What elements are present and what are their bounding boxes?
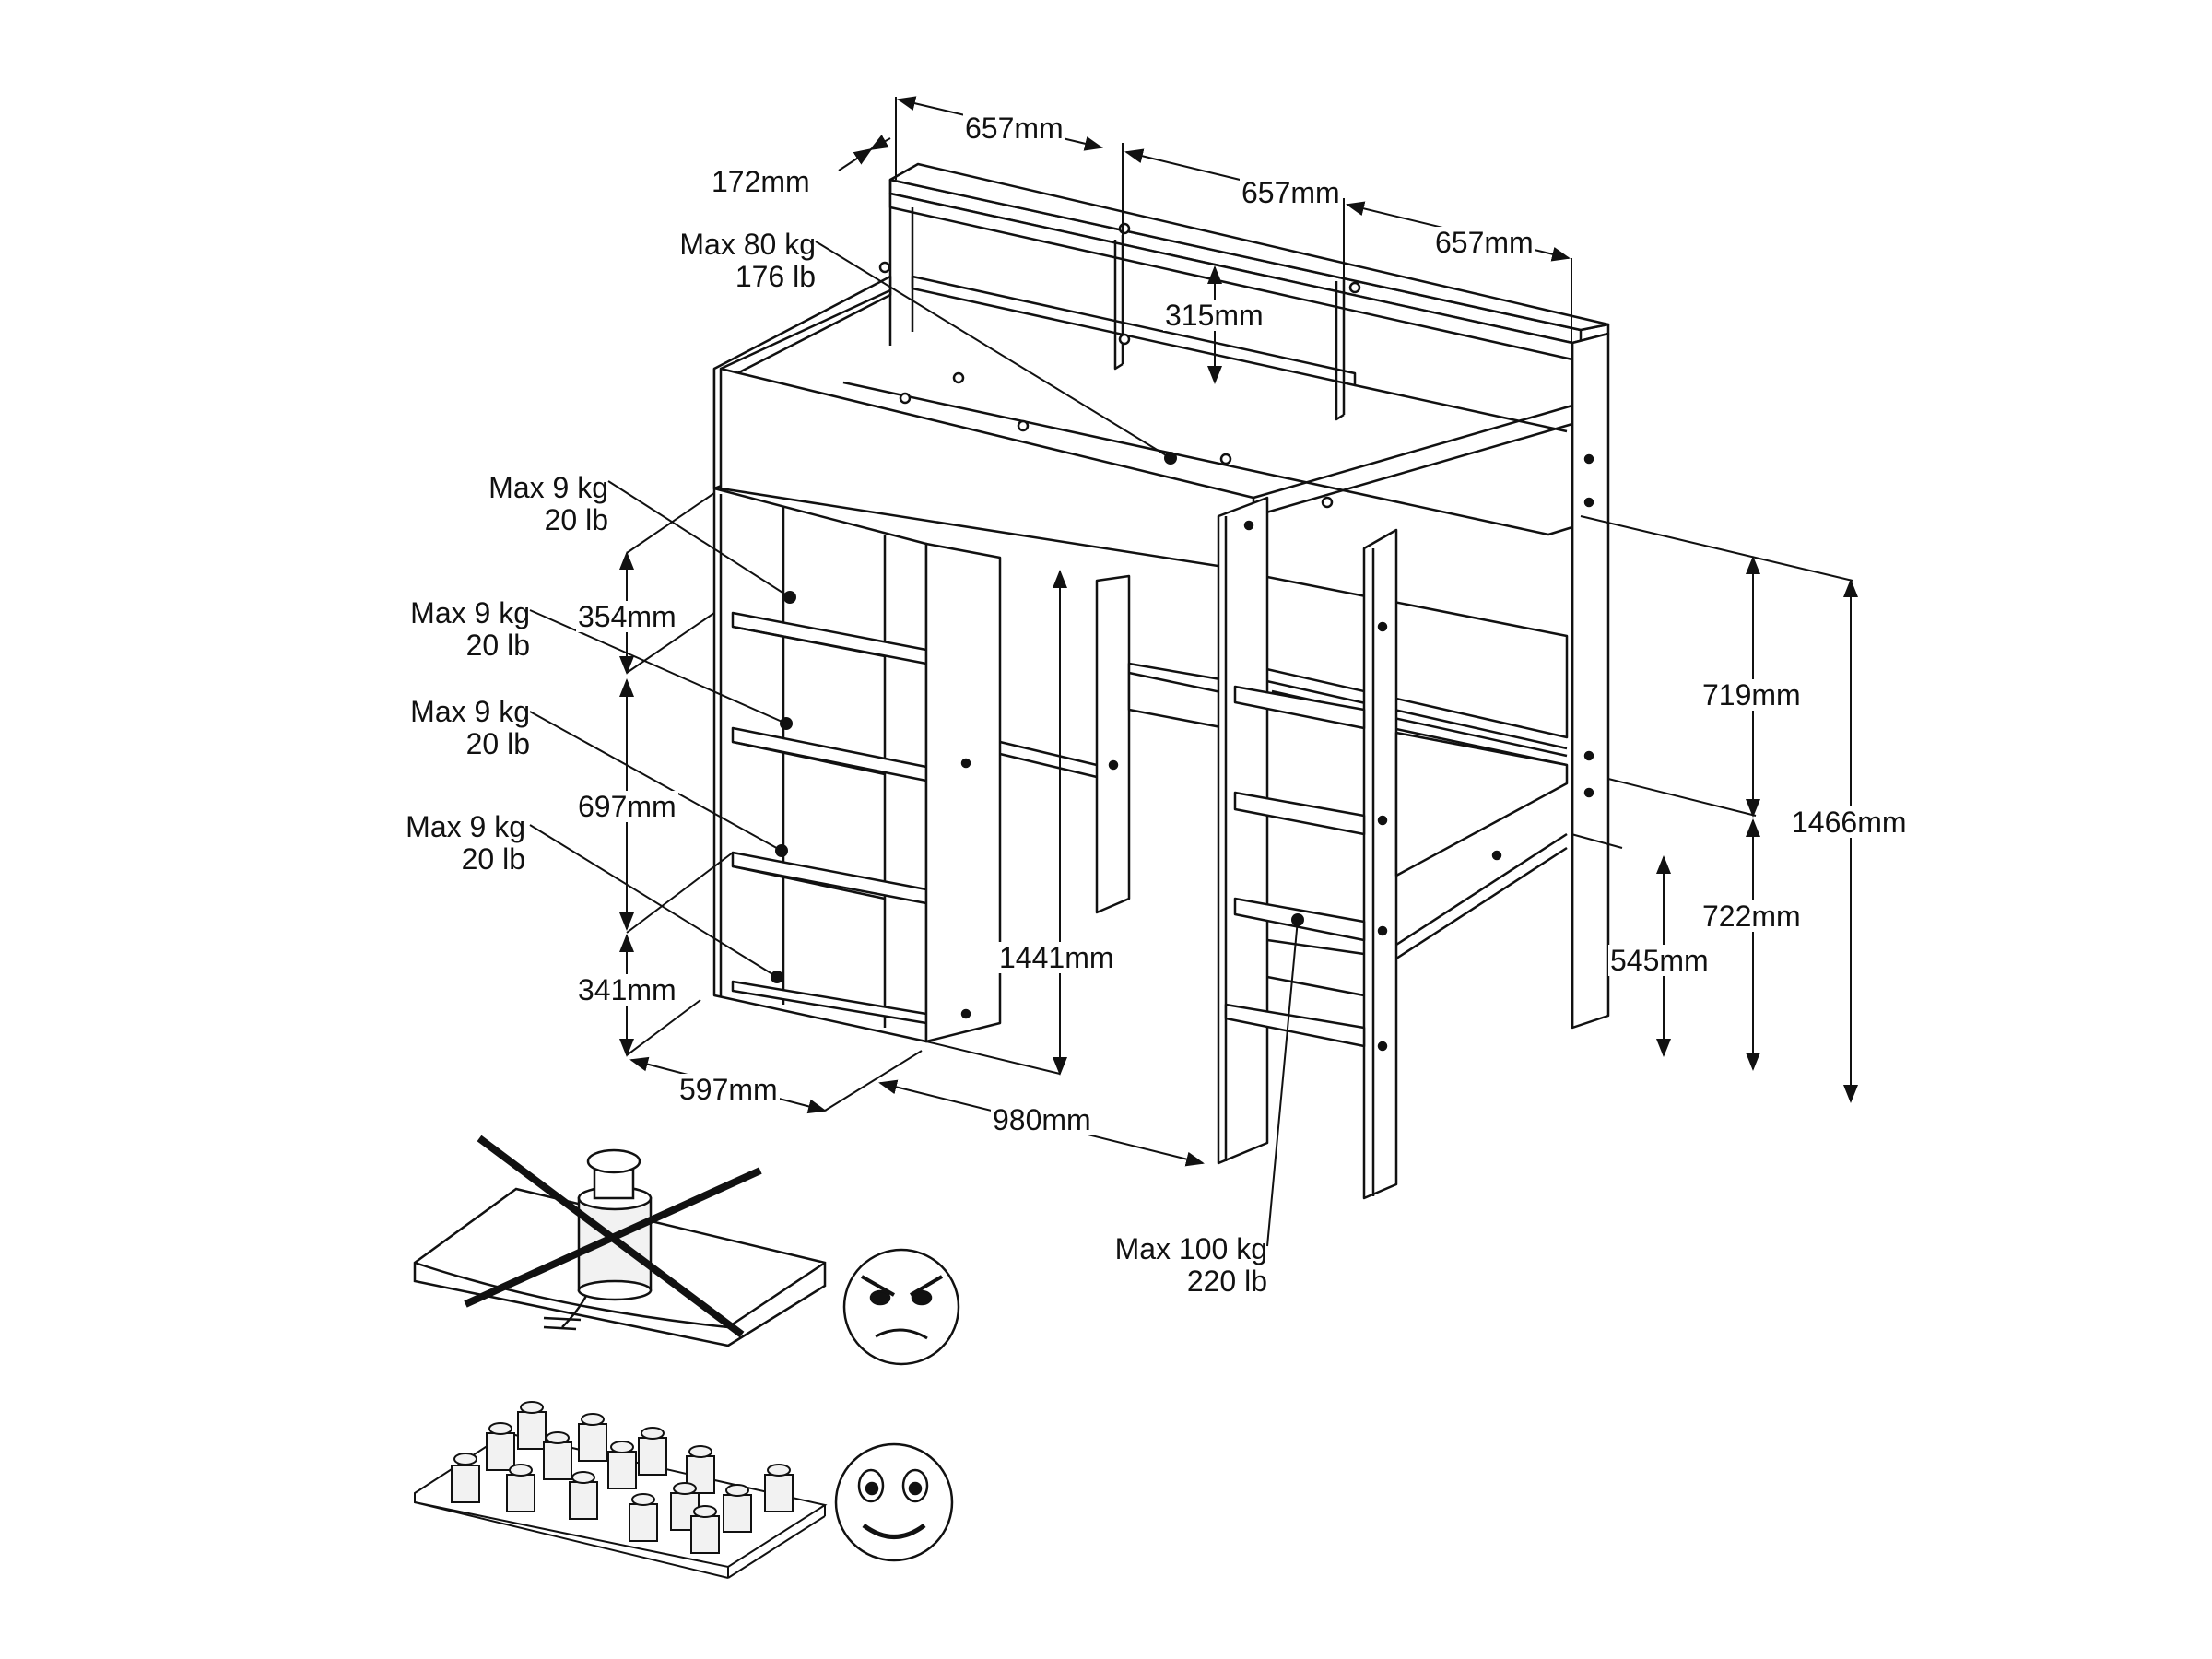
load-top-kg: Max 80 kg <box>679 228 816 261</box>
dim-shelf-gap-top: 354mm <box>576 600 678 633</box>
load-shelf-1-kg: Max 9 kg <box>488 471 608 504</box>
load-label-top: Max 80 kg 176 lb <box>668 229 816 293</box>
load-ladder-lb: 220 lb <box>1186 1265 1267 1298</box>
load-label-shelf-1: Max 9 kg 20 lb <box>461 472 608 536</box>
load-label-ladder: Max 100 kg 220 lb <box>1083 1233 1267 1298</box>
ladder-step-1 <box>1235 687 1364 728</box>
dim-top-width-2: 657mm <box>1240 176 1342 209</box>
load-top-lb: 176 lb <box>735 260 816 293</box>
dim-total-height: 1466mm <box>1790 806 1909 839</box>
load-shelf-2-kg: Max 9 kg <box>410 596 530 629</box>
dim-desk-height: 545mm <box>1608 944 1711 977</box>
dim-hutch-height: 315mm <box>1163 299 1265 332</box>
dim-upper-height: 719mm <box>1700 678 1803 712</box>
hutch-top-board <box>890 194 1572 359</box>
load-shelf-2-lb: 20 lb <box>465 629 530 662</box>
desk-left-panel <box>1097 576 1129 912</box>
dim-top-depth: 172mm <box>710 165 812 198</box>
right-rear-post <box>1572 334 1608 1028</box>
dim-lower-height: 722mm <box>1700 900 1803 933</box>
dim-shelf-gap-bottom: 341mm <box>576 973 678 1006</box>
load-shelf-1-lb: 20 lb <box>544 503 608 536</box>
desk-top <box>1396 733 1567 876</box>
load-label-shelf-2: Max 9 kg 20 lb <box>382 597 530 662</box>
leader-lines <box>530 241 1298 1246</box>
distributed-weights-icon <box>415 1402 825 1578</box>
concentrated-weight-crossed-icon <box>415 1138 825 1346</box>
load-ladder-kg: Max 100 kg <box>1114 1232 1267 1265</box>
ladder-step-4 <box>1226 1005 1364 1046</box>
dim-bed-depth: 980mm <box>991 1103 1093 1136</box>
dim-desk-clearance: 1441mm <box>997 941 1116 974</box>
loft-bed-structure <box>714 164 1608 1198</box>
dim-top-width-3: 657mm <box>1433 226 1535 259</box>
load-shelf-4-kg: Max 9 kg <box>406 810 525 843</box>
load-shelf-4-lb: 20 lb <box>461 842 525 876</box>
load-shelf-3-kg: Max 9 kg <box>410 695 530 728</box>
front-post <box>1218 498 1267 1163</box>
dim-shelf-gap-mid: 697mm <box>576 790 678 823</box>
dim-top-width-1: 657mm <box>963 112 1065 145</box>
cabinet-divider <box>926 544 1000 1041</box>
dim-cabinet-depth: 597mm <box>677 1073 780 1106</box>
load-label-shelf-4: Max 9 kg 20 lb <box>378 811 525 876</box>
angry-face-icon <box>844 1250 959 1364</box>
load-shelf-3-lb: 20 lb <box>465 727 530 760</box>
ladder-step-2 <box>1235 793 1364 834</box>
load-label-shelf-3: Max 9 kg 20 lb <box>382 696 530 760</box>
happy-face-icon <box>836 1444 952 1560</box>
